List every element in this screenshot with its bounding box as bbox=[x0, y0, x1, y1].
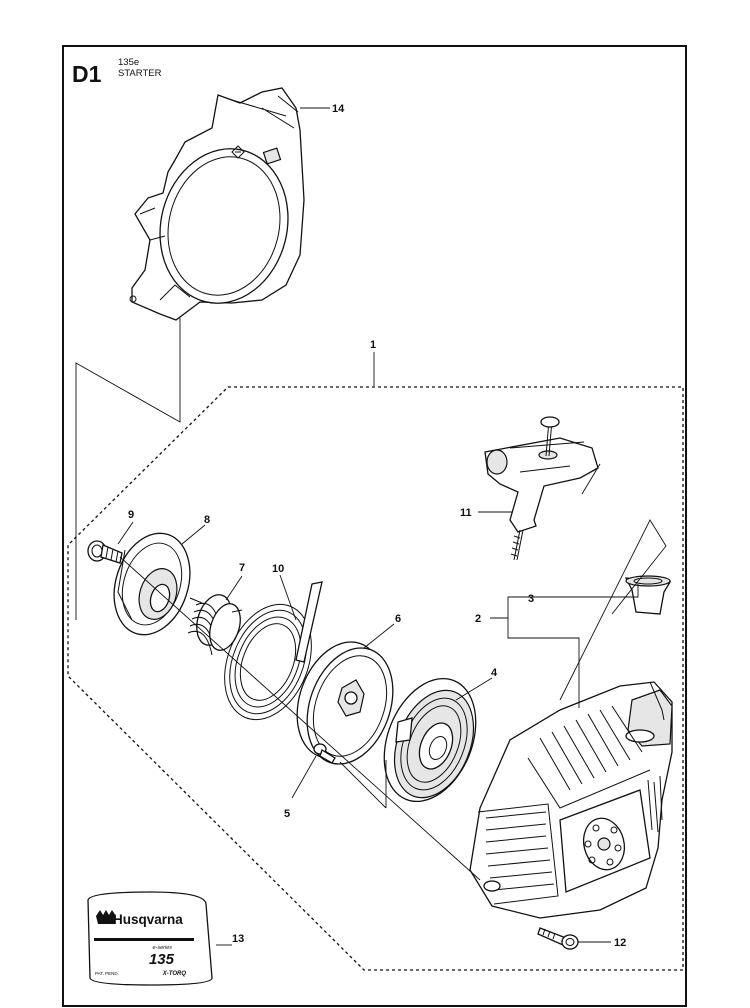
part-5-screw bbox=[313, 743, 336, 764]
part-4-recoil-spring bbox=[383, 677, 477, 803]
callout-4: 4 bbox=[491, 667, 498, 679]
callout-8: 8 bbox=[204, 514, 210, 526]
page-frame bbox=[62, 45, 687, 1007]
projection-lines-shroud bbox=[75, 318, 181, 620]
callout-3: 3 bbox=[528, 593, 534, 605]
husqvarna-crown-icon bbox=[96, 910, 116, 924]
model-name: 135e bbox=[118, 57, 139, 68]
part-10-coil bbox=[224, 581, 323, 721]
housing-grille-upper bbox=[527, 705, 651, 809]
part-9-screw bbox=[87, 540, 123, 564]
callout-7: 7 bbox=[239, 562, 245, 574]
part-2-starter-housing bbox=[469, 681, 673, 919]
part-7-spring bbox=[187, 594, 243, 656]
callout-2: 2 bbox=[475, 613, 481, 625]
assembly-boundary bbox=[67, 386, 684, 971]
decal-model: 135 bbox=[149, 951, 175, 968]
decal-feature: X-TORQ bbox=[162, 971, 187, 977]
part-6-rope-pulley bbox=[296, 641, 394, 765]
callout-labels: 1 2 3 4 5 6 7 8 9 10 11 12 13 14 bbox=[128, 103, 626, 949]
callout-14: 14 bbox=[332, 103, 345, 115]
decal-brand: Husqvarna bbox=[113, 912, 183, 927]
part-8-pulley bbox=[113, 532, 191, 636]
decal-series: e-series bbox=[152, 945, 172, 951]
callout-9: 9 bbox=[128, 509, 134, 521]
callout-13: 13 bbox=[232, 933, 244, 945]
callout-11: 11 bbox=[460, 507, 472, 519]
part-11-handle bbox=[484, 416, 599, 561]
section-title: STARTER bbox=[118, 68, 162, 79]
decal-patent: PAT. PEND. bbox=[95, 971, 119, 976]
housing-grille-front bbox=[477, 803, 559, 905]
part-3-bushing bbox=[624, 575, 672, 615]
callout-12: 12 bbox=[614, 937, 626, 949]
callout-6: 6 bbox=[395, 613, 401, 625]
callout-5: 5 bbox=[284, 808, 290, 820]
callout-10: 10 bbox=[272, 563, 284, 575]
callout-1: 1 bbox=[370, 339, 376, 351]
section-code: D1 bbox=[72, 61, 102, 87]
part-14-starter-shroud bbox=[129, 87, 305, 321]
part-12-screw bbox=[537, 927, 579, 950]
part-13-decal: Husqvarna e-series 135 PAT. PEND. X-TORQ bbox=[87, 891, 213, 986]
leader-lines bbox=[117, 107, 667, 946]
